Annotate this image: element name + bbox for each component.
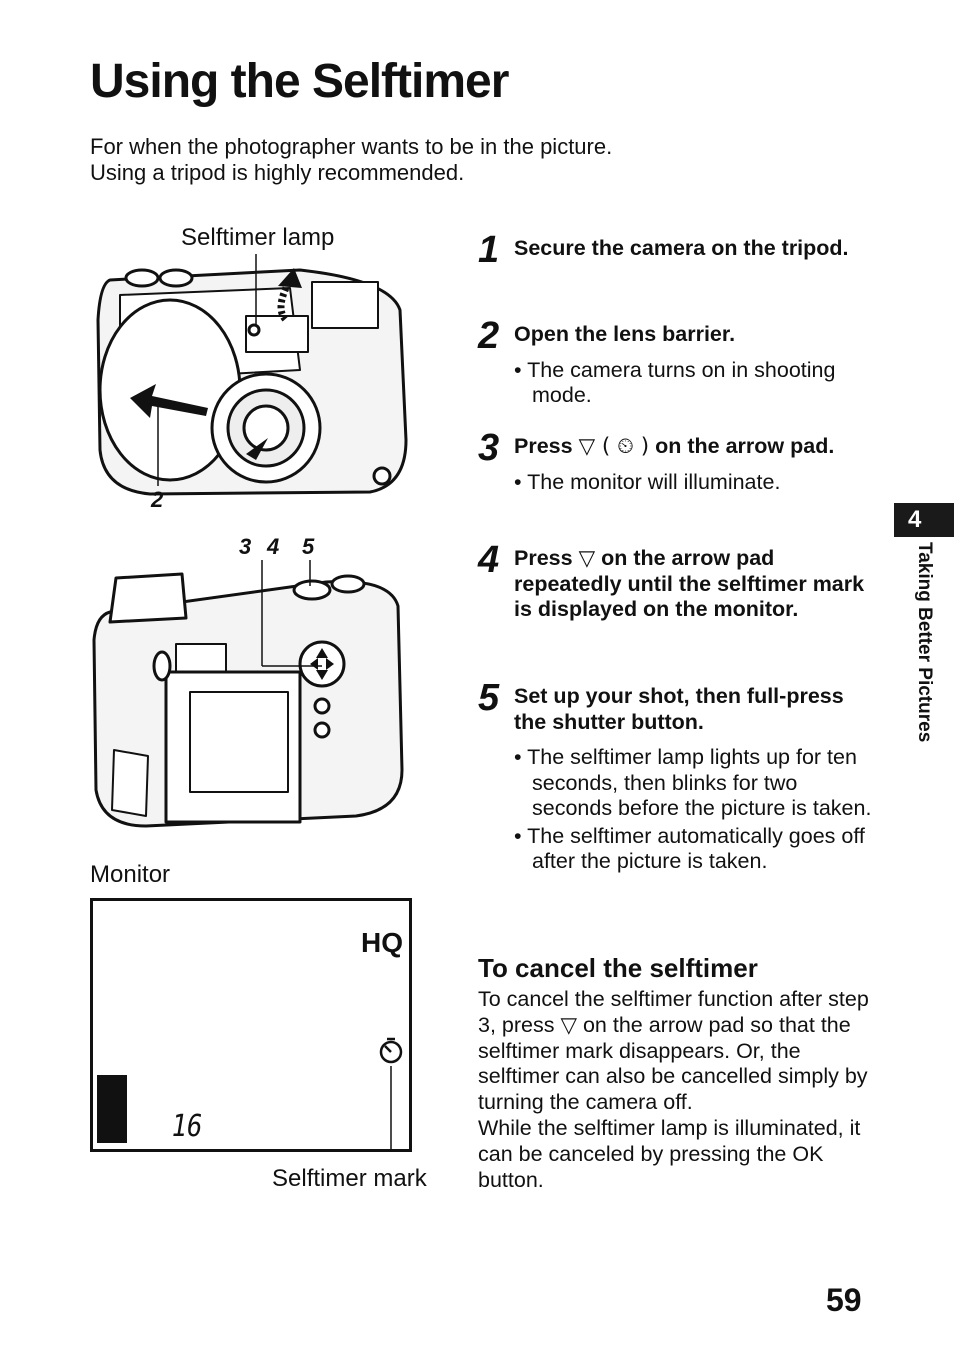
step-number: 3 xyxy=(478,427,500,469)
back-callout-5: 5 xyxy=(302,534,315,559)
cancel-body: To cancel the selftimer function after s… xyxy=(478,987,874,1193)
selftimer-icon xyxy=(379,1037,403,1064)
image-quality-indicator: HQ xyxy=(361,927,403,958)
step-bullet: • The selftimer lamp lights up for ten s… xyxy=(514,745,872,820)
intro-text: For when the photographer wants to be in… xyxy=(90,134,612,186)
step-4: 4 Press ▽ on the arrow pad repeatedly un… xyxy=(478,540,878,623)
selftimer-mark-label: Selftimer mark xyxy=(272,1165,427,1192)
step-bullet: • The selftimer automatically goes off a… xyxy=(514,823,865,874)
step-number: 5 xyxy=(478,677,500,719)
battery-indicator xyxy=(97,1075,127,1143)
frame-count: 16 xyxy=(171,1109,203,1144)
step-number: 1 xyxy=(478,229,500,271)
step-2: 2 Open the lens barrier. • The camera tu… xyxy=(478,316,878,409)
step-text: Set up your shot, then full-press the sh… xyxy=(514,684,844,734)
step-3: 3 Press ▽ ( ⏲ ) on the arrow pad. • The … xyxy=(478,428,878,495)
cancel-heading: To cancel the selftimer xyxy=(478,953,758,983)
step-text: Open the lens barrier. xyxy=(514,322,736,346)
back-callout-3: 3 xyxy=(239,534,252,559)
step-5: 5 Set up your shot, then full-press the … xyxy=(478,678,878,875)
step-bullet: • The camera turns on in shooting mode. xyxy=(514,357,836,408)
section-tab: 4 xyxy=(894,503,954,537)
section-side-label: Taking Better Pictures xyxy=(914,542,935,743)
step-number: 4 xyxy=(478,539,500,581)
step-1: 1 Secure the camera on the tripod. xyxy=(478,230,878,270)
back-callout-4: 4 xyxy=(267,534,280,559)
cancel-paragraph-1: To cancel the selftimer function after s… xyxy=(478,987,869,1115)
front-callout-2: 2 xyxy=(151,487,164,512)
monitor-label: Monitor xyxy=(90,861,171,888)
step-text: Press ▽ ( ⏲ ) on the arrow pad. xyxy=(514,434,835,459)
selftimer-lamp-label: Selftimer lamp xyxy=(181,224,335,251)
camera-back-illustration xyxy=(92,560,404,828)
page-number: 59 xyxy=(826,1282,862,1318)
intro-line-1: For when the photographer wants to be in… xyxy=(90,134,613,159)
cancel-paragraph-2: While the selftimer lamp is illuminated,… xyxy=(478,1115,861,1192)
step-bullet: • The monitor will illuminate. xyxy=(514,469,781,494)
step-text: Press ▽ on the arrow pad repeatedly unti… xyxy=(514,546,865,621)
camera-front-illustration xyxy=(96,254,408,496)
page-title: Using the Selftimer xyxy=(90,55,509,108)
monitor-display: HQ 16 xyxy=(90,898,412,1152)
intro-line-2: Using a tripod is highly recommended. xyxy=(90,160,465,185)
selftimer-mark-leader-line xyxy=(390,1066,392,1152)
step-number: 2 xyxy=(478,315,500,357)
step-text: Secure the camera on the tripod. xyxy=(514,236,849,260)
